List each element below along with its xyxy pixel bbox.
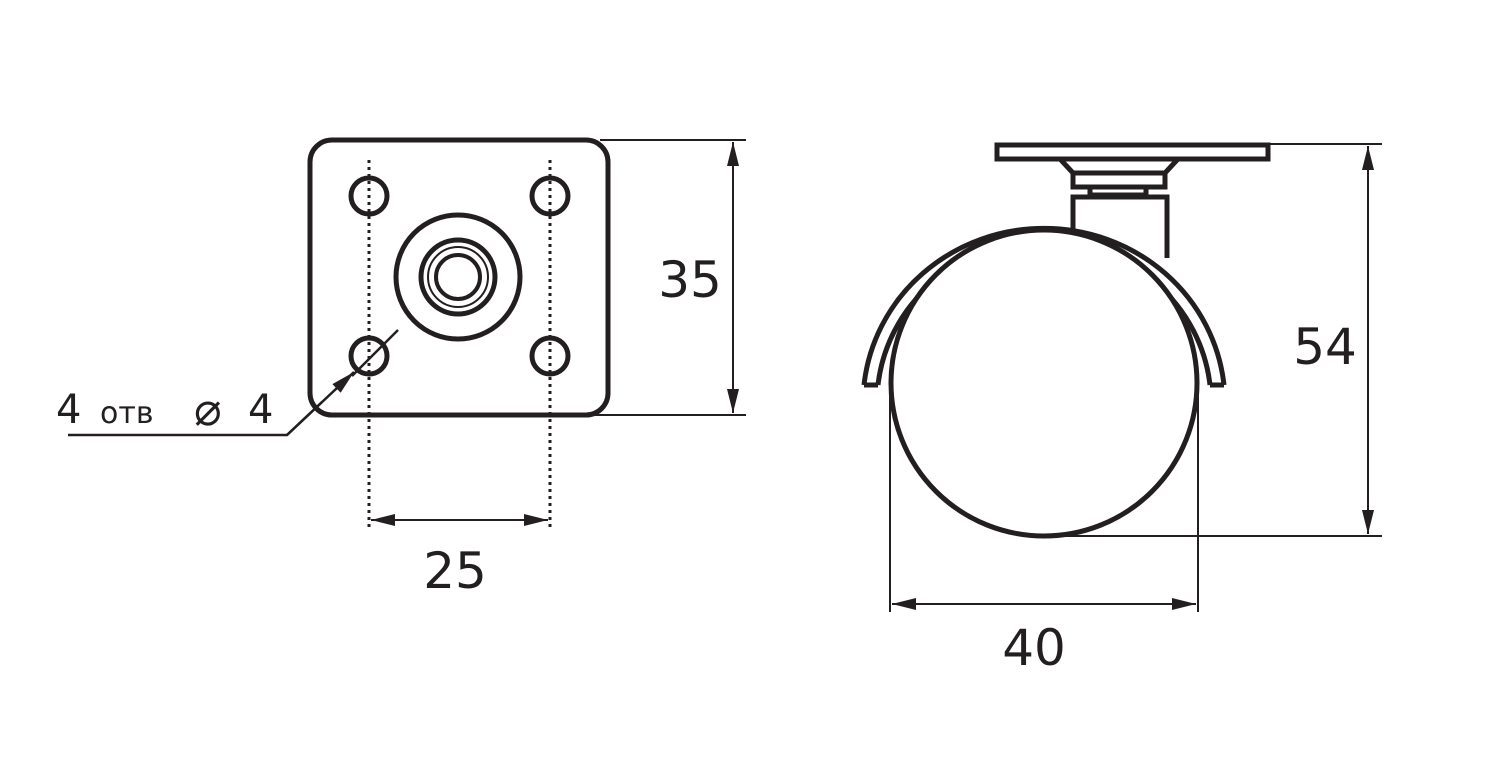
- dimension-35: [580, 139, 746, 416]
- dimension-35-label: 35: [658, 251, 722, 309]
- caster-side-view: [861, 142, 1271, 539]
- holes-word: отв: [100, 396, 154, 431]
- mounting-plate-top-view: [307, 137, 611, 528]
- holes-leader: [68, 329, 399, 437]
- dimension-40: [889, 395, 1199, 612]
- dimension-54-label: 54: [1293, 318, 1357, 376]
- holes-count: 4: [56, 387, 81, 433]
- holes-diameter: 4: [248, 387, 273, 433]
- dimension-40-label: 40: [1002, 619, 1066, 677]
- diameter-symbol: ⌀: [194, 382, 222, 436]
- dimension-54: [1045, 143, 1382, 537]
- dimension-25-label: 25: [423, 542, 487, 600]
